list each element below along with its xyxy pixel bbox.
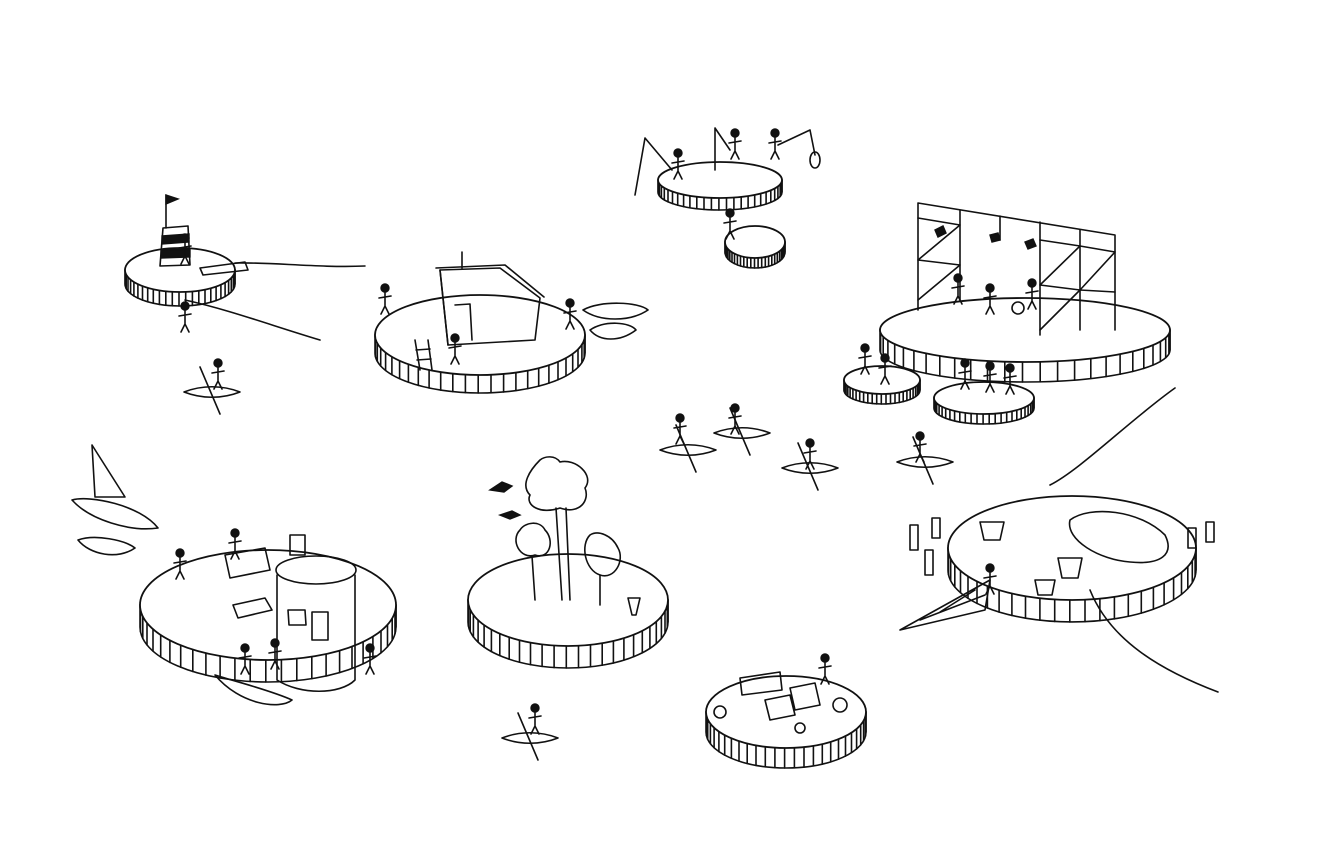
stick-figure [269, 639, 281, 669]
kayak [782, 443, 838, 490]
sauna-island [375, 295, 585, 393]
stick-figure [1026, 279, 1038, 309]
kayak [184, 367, 240, 414]
stick-figure [449, 334, 461, 364]
audience-island [934, 382, 1034, 424]
stick-figure [959, 359, 971, 389]
garden-island [706, 676, 866, 768]
kayak [502, 713, 558, 760]
stick-figure [379, 284, 391, 314]
stick-figure [914, 432, 926, 462]
kayak [714, 408, 770, 455]
stick-figure [769, 129, 781, 159]
rope-with-floats-4 [1090, 590, 1218, 692]
stick-figure [819, 654, 831, 684]
stick-figure [229, 529, 241, 559]
stick-figure [364, 644, 376, 674]
stick-figure [859, 344, 871, 374]
rowboat-with-people [215, 675, 292, 705]
diving-board [200, 262, 248, 275]
stick-figure [174, 549, 186, 579]
buoy-island [125, 248, 235, 306]
buckets [980, 522, 1082, 595]
stick-figures [174, 129, 1038, 734]
rope-with-floats-3 [1050, 388, 1175, 485]
stick-figure [984, 564, 996, 594]
stick-figure [564, 299, 576, 329]
sailboat [72, 445, 158, 555]
details-layer [72, 128, 1218, 733]
stick-figure [729, 129, 741, 159]
stick-figure [179, 302, 191, 332]
stick-figure [879, 354, 891, 384]
fishing-rod-3 [778, 130, 815, 155]
rope-with-floats-2 [185, 300, 320, 340]
fishing-net [900, 580, 990, 630]
rowboats [583, 303, 648, 339]
stick-figure [239, 644, 251, 674]
birds [490, 482, 520, 519]
fish [810, 152, 820, 168]
kayaks [184, 367, 953, 760]
stick-figure [984, 284, 996, 314]
kayak [897, 437, 953, 484]
stick-figure [952, 274, 964, 304]
stick-figure [1004, 364, 1016, 394]
fishing-rod-2 [715, 128, 730, 170]
basket-island [725, 226, 785, 268]
sauna-house [415, 252, 544, 370]
stick-figure [984, 362, 996, 392]
stick-figure [212, 359, 224, 389]
stick-figure [529, 704, 541, 734]
stick-figure [724, 209, 736, 239]
cafe-island [140, 550, 396, 682]
stick-figure [179, 234, 191, 264]
stage-island [880, 298, 1170, 382]
fishing-rod [635, 138, 672, 195]
pond-island [948, 496, 1196, 622]
kayak [660, 425, 716, 472]
pond [1070, 512, 1169, 563]
rope-with-floats [235, 263, 365, 267]
garden-planters [714, 672, 847, 733]
forest-island [468, 554, 668, 668]
stage-scaffold [918, 203, 1115, 335]
fishing-island [658, 162, 782, 210]
stick-figure [804, 439, 816, 469]
cafe-rotunda [225, 535, 356, 691]
stick-figure [674, 414, 686, 444]
stick-figure [672, 149, 684, 179]
trees [516, 457, 640, 615]
islands-layer [125, 162, 1196, 768]
posts [910, 518, 1214, 575]
small-stage-island [844, 366, 920, 404]
